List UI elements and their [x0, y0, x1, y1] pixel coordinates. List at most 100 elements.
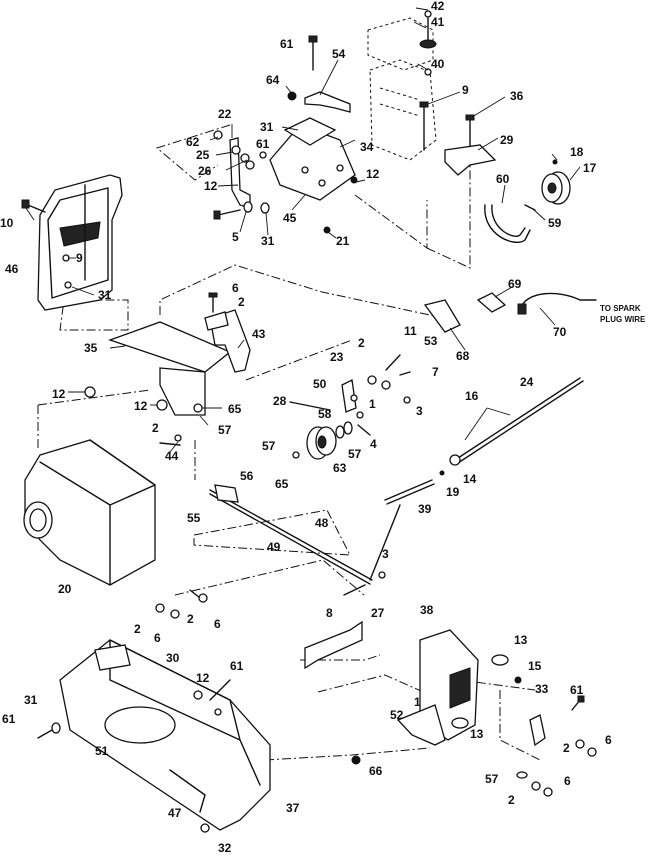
callout: 3 — [416, 404, 423, 418]
callout: 57 — [218, 423, 232, 437]
bolts-5-31 — [213, 91, 358, 234]
bracket-38 — [396, 629, 522, 746]
callout: 21 — [336, 234, 350, 248]
callout: 49 — [267, 540, 281, 554]
shaft-39 — [384, 396, 445, 505]
leader-lines — [25, 7, 581, 453]
stud-9-36 — [419, 101, 475, 151]
callout: 12 — [366, 167, 380, 181]
callout: 13 — [514, 633, 528, 647]
callout: 32 — [218, 841, 232, 855]
callout: 40 — [431, 57, 445, 71]
callout: 44 — [165, 449, 179, 463]
callout: 42 — [431, 0, 445, 13]
callout: 26 — [198, 164, 212, 178]
callout: 9 — [76, 251, 83, 265]
callout: 41 — [431, 15, 445, 29]
callout: 2 — [358, 336, 365, 350]
callout: 65 — [275, 477, 289, 491]
housing-20 — [23, 439, 156, 586]
callout: 11 — [404, 324, 417, 338]
belt-cover-37 — [59, 639, 271, 831]
callout: 55 — [187, 511, 201, 525]
callout: 25 — [196, 148, 210, 162]
callout: 63 — [333, 461, 347, 475]
bolts-housing-bottom — [155, 589, 208, 619]
bracket-33 — [516, 695, 597, 797]
callout: 59 — [548, 216, 562, 230]
note-line-1: TO SPARK — [600, 304, 641, 313]
callout: 17 — [583, 161, 597, 175]
engine-ghost-outline — [367, 17, 437, 161]
pulley-17 — [541, 159, 571, 205]
callout: 53 — [424, 334, 438, 348]
callout: 6 — [154, 631, 161, 645]
callout: 5 — [232, 230, 239, 244]
callout: 13 — [470, 727, 484, 741]
bolt-61-top — [308, 35, 318, 71]
note-line-2: PLUG WIRE — [600, 315, 646, 324]
callout: 10 — [0, 216, 14, 230]
callout: 27 — [371, 606, 385, 620]
callout: 51 — [95, 744, 109, 758]
callout: 6 — [605, 733, 612, 747]
callout: 70 — [553, 325, 567, 339]
callout: 2 — [152, 421, 159, 435]
callout: 12 — [52, 387, 66, 401]
callout: 31 — [98, 288, 112, 302]
callout: 50 — [313, 377, 327, 391]
callout-labels: 42 41 61 54 40 64 9 36 22 62 31 29 25 61… — [0, 0, 612, 855]
callout: 1 — [414, 695, 421, 709]
callout: 36 — [510, 89, 524, 103]
callout: 22 — [218, 107, 232, 121]
callout: 3 — [382, 547, 389, 561]
callout: 56 — [240, 469, 254, 483]
callout: 69 — [508, 277, 522, 291]
callout: 46 — [5, 262, 19, 276]
callout: 45 — [283, 211, 297, 225]
callout: 57 — [348, 447, 362, 461]
callout: 31 — [260, 120, 274, 134]
callout: 61 — [280, 37, 294, 51]
callout: 28 — [273, 394, 287, 408]
mount-plate-34 — [269, 117, 356, 201]
callout: 57 — [485, 772, 499, 786]
callout: 61 — [256, 137, 270, 151]
belt-60 — [484, 204, 531, 243]
callout: 35 — [84, 341, 98, 355]
callout: 60 — [496, 172, 510, 186]
callout: 12 — [134, 399, 148, 413]
callout: 24 — [520, 375, 534, 389]
callout: 39 — [418, 502, 432, 516]
callout: 29 — [500, 133, 514, 147]
callout: 12 — [204, 179, 218, 193]
callout: 12 — [196, 671, 210, 685]
callout: 61 — [570, 683, 584, 697]
callout: 66 — [369, 764, 383, 778]
callout: 2 — [134, 622, 141, 636]
spark-plug-note: TO SPARK PLUG WIRE — [600, 304, 646, 324]
callout: 23 — [330, 350, 344, 364]
callout: 58 — [318, 407, 332, 421]
callout: 8 — [326, 606, 333, 620]
callout: 6 — [214, 617, 221, 631]
callout: 2 — [238, 295, 245, 309]
callout: 31 — [261, 234, 275, 248]
callout: 6 — [232, 281, 239, 295]
callout: 62 — [186, 135, 200, 149]
clutch-linkage — [289, 354, 411, 436]
callout: 18 — [570, 145, 584, 159]
callout: 19 — [446, 485, 460, 499]
rod-48 — [209, 484, 401, 596]
bracket-22-26 — [229, 137, 255, 209]
callout: 31 — [24, 693, 38, 707]
callout: 68 — [456, 349, 470, 363]
callout: 4 — [370, 437, 377, 451]
callout: 57 — [262, 439, 276, 453]
belt-cover-hardware — [37, 679, 361, 833]
callout: 9 — [462, 83, 469, 97]
bolt-10 — [21, 199, 46, 213]
callout: 7 — [432, 365, 439, 379]
callout: 52 — [390, 708, 404, 722]
bracket-27 — [304, 620, 363, 670]
